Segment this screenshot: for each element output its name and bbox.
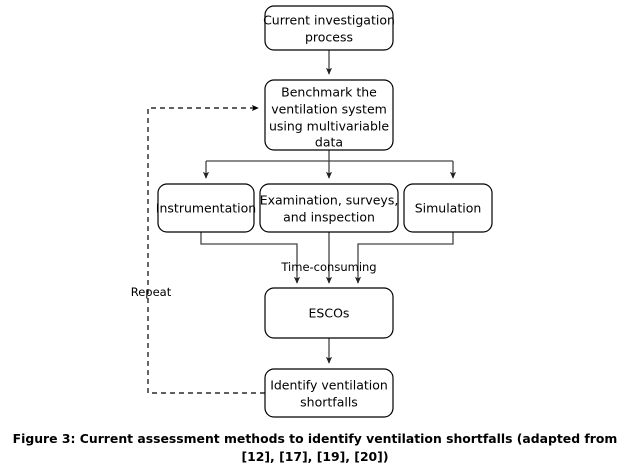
edge-label-repeat: Repeat [131, 285, 172, 299]
node-benchmark-ventilation-system: Benchmark the ventilation system using m… [264, 79, 394, 151]
node-label-examination-line2: and inspection [283, 210, 375, 225]
flowchart-diagram: Current investigation process Benchmark … [131, 5, 493, 418]
node-label-simulation: Simulation [415, 201, 482, 216]
node-current-investigation-process: Current investigation process [263, 5, 395, 51]
node-label-current-investigation-process-line1: Current investigation [263, 13, 395, 28]
node-box-instrumentation [157, 183, 255, 233]
node-label-benchmark-line3: using multivariable [269, 119, 389, 134]
node-label-current-investigation-process-line2: process [305, 30, 353, 45]
node-box-current-investigation-process [264, 5, 394, 51]
edge-label-time-consuming: Time-consuming [280, 260, 376, 274]
edge-repeat-feedback-loop [147, 104, 265, 394]
node-label-benchmark-line4: data [315, 135, 343, 150]
node-escos: ESCOs [264, 287, 394, 339]
node-simulation: Simulation [403, 183, 493, 233]
node-label-instrumentation: Instrumentation [156, 201, 256, 216]
node-box-identify-ventilation-shortfalls [264, 368, 394, 418]
node-instrumentation: Instrumentation [156, 183, 256, 233]
node-box-escos [264, 287, 394, 339]
edge-instrumentation-to-escos [200, 232, 301, 284]
node-label-benchmark-line1: Benchmark the [281, 85, 377, 100]
node-box-simulation [403, 183, 493, 233]
node-label-examination-line1: Examination, surveys, [260, 193, 399, 208]
node-examination-surveys-inspection: Examination, surveys, and inspection [259, 183, 399, 233]
edge-simulation-to-escos [354, 232, 454, 284]
figure-caption-line1: Figure 3: Current assessment methods to … [12, 431, 618, 464]
node-label-identify-shortfalls-line2: shortfalls [300, 395, 358, 410]
node-label-escos: ESCOs [309, 306, 350, 321]
node-label-benchmark-line2: ventilation system [271, 102, 387, 117]
node-box-benchmark-ventilation-system [264, 79, 394, 151]
node-identify-ventilation-shortfalls: Identify ventilation shortfalls [264, 368, 394, 418]
figure-caption: Figure 3: Current assessment methods to … [0, 430, 630, 465]
figure-caption-line2: [19], [20]) [316, 448, 389, 464]
node-box-examination-surveys-inspection [259, 183, 399, 233]
node-label-identify-shortfalls-line1: Identify ventilation [270, 378, 388, 393]
